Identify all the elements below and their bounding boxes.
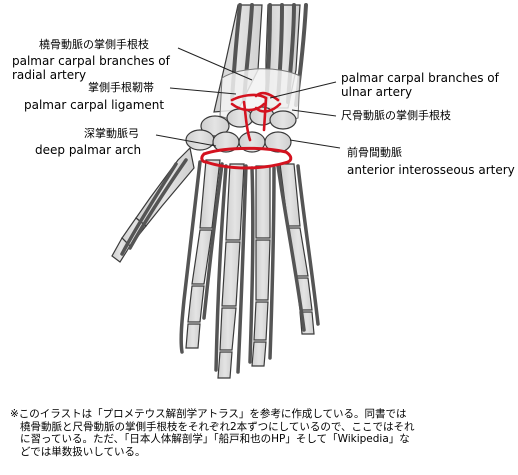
label-deep-arch-jp: 深掌動脈弓 <box>84 127 139 140</box>
footnote-line-4: どでは単数扱いしている。 <box>20 445 146 458</box>
label-deep-arch-en: deep palmar arch <box>35 143 142 157</box>
deep-palmar-arch <box>200 146 293 170</box>
carpal-arteries <box>230 91 282 142</box>
label-ulnar-branch-jp: 尺骨動脈の掌側手根枝 <box>341 109 451 122</box>
label-interosseous-jp: 前骨間動脈 <box>347 146 402 159</box>
label-ligament-jp: 掌側手根靭帯 <box>88 81 154 94</box>
leader-lines <box>155 47 341 149</box>
finger-bones <box>185 159 315 379</box>
label-interosseous-en: anterior interosseous artery <box>347 163 515 177</box>
footnote-line-3: に習っている。ただ、「日本人体解剖学」「船戸和也のHP」そして「Wikipedi… <box>20 433 410 445</box>
footnote: ※このイラストは「プロメテウス解剖学アトラス」を参考に作成している。同書では 橈… <box>10 408 515 458</box>
label-radial-branch-en-1: palmar carpal branches of <box>12 54 170 68</box>
carpal-bones <box>185 106 297 153</box>
label-ulnar-branch-en-1: palmar carpal branches of <box>341 71 499 85</box>
label-radial-branch-en-2: radial artery <box>12 68 87 82</box>
label-ulnar-branch-en-2: ulnar artery <box>341 85 413 99</box>
footnote-line-1: ※このイラストは「プロメテウス解剖学アトラス」を参考に作成している。同書では <box>10 408 407 420</box>
footnote-line-2: 橈骨動脈と尺骨動脈の掌側手根枝をそれぞれ2本ずつにしているので、ここではそれ <box>20 420 415 433</box>
hand-vessels <box>120 158 320 374</box>
label-radial-branch-jp: 橈骨動脈の掌側手根枝 <box>39 38 149 51</box>
label-ligament-en: palmar carpal ligament <box>24 98 165 112</box>
